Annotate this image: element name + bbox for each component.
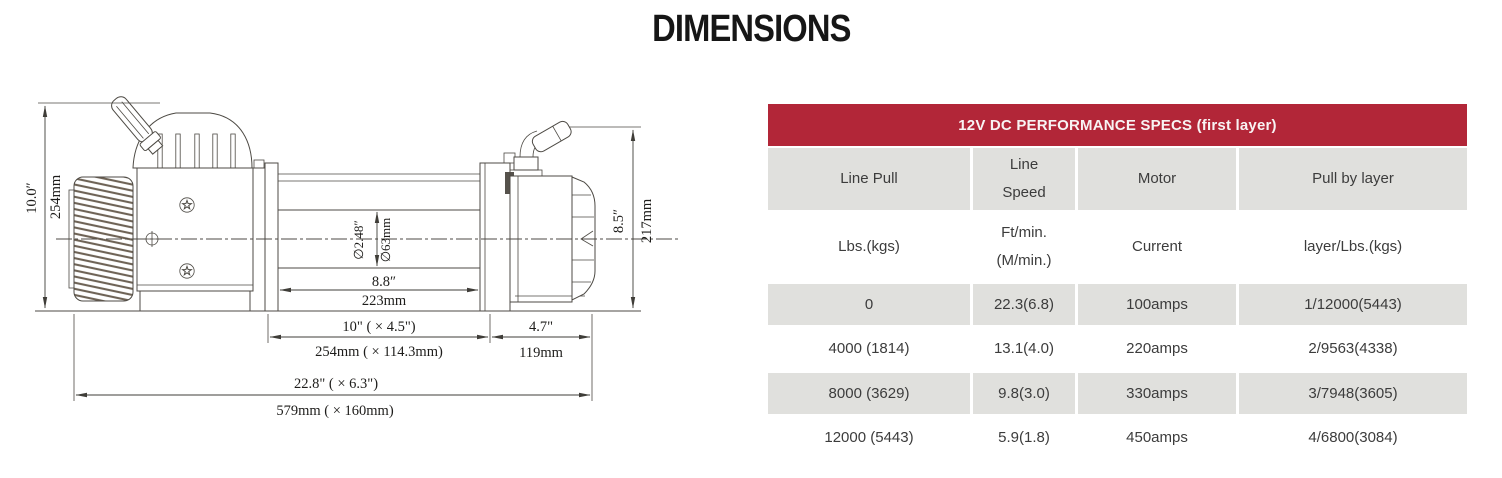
dimension-overall-length: 22.8" ( × 6.3") 579mm ( × 160mm) (73, 314, 591, 419)
spec-row: 0 22.3(6.8) 100amps 1/12000(5443) (768, 284, 1467, 325)
spec-row: 8000 (3629) 9.8(3.0) 330amps 3/7948(3605… (768, 373, 1467, 414)
spec-cell: 8000 (3629) (768, 373, 970, 414)
performance-specs-table: 12V DC PERFORMANCE SPECS (first layer) L… (768, 104, 1467, 461)
unit-motor: Current (1078, 212, 1236, 282)
spec-cell: 5.9(1.8) (973, 416, 1075, 459)
dim-right-mm: 119mm (519, 345, 563, 361)
dimension-drum-diameter: ∅2.48″ ∅63mm (351, 211, 393, 267)
column-header-row: Line Pull Line Speed Motor Pull by layer (768, 148, 1467, 210)
dim-bolt-inch: 10" ( × 4.5") (342, 319, 415, 335)
dimension-bolt-pattern: 10" ( × 4.5") 254mm ( × 114.3mm) (267, 314, 491, 360)
dim-overall-inch: 22.8" ( × 6.3") (294, 376, 378, 392)
spec-cell: 0 (768, 284, 970, 325)
power-cable (509, 120, 572, 177)
spec-cell: 2/9563(4338) (1239, 327, 1467, 371)
left-upright (264, 162, 279, 312)
spec-row: 4000 (1814) 13.1(4.0) 220amps 2/9563(433… (768, 327, 1467, 371)
unit-line-pull: Lbs.(kgs) (768, 212, 970, 282)
spec-cell: 13.1(4.0) (973, 327, 1075, 371)
dim-bolt-mm: 254mm ( × 114.3mm) (315, 344, 443, 360)
page-title: DIMENSIONS (0, 8, 1502, 51)
dim-motor-height-mm: 217mm (639, 198, 655, 243)
rope-drum-end (68, 176, 134, 302)
spec-cell: 22.3(6.8) (973, 284, 1075, 325)
spec-cell: 1/12000(5443) (1239, 284, 1467, 325)
clutch-lever (111, 96, 164, 155)
dimension-motor-length: 4.7" 119mm (491, 314, 593, 401)
spec-row: 12000 (5443) 5.9(1.8) 450amps 4/6800(308… (768, 416, 1467, 459)
spec-cell: 330amps (1078, 373, 1236, 414)
spec-cell: 100amps (1078, 284, 1236, 325)
dim-drum-dia-mm: ∅63mm (378, 218, 393, 263)
column-header-line-speed: Line Speed (973, 148, 1075, 210)
dim-drum-dia-inch: ∅2.48″ (351, 220, 366, 260)
spec-cell: 3/7948(3605) (1239, 373, 1467, 414)
dim-height-mm: 254mm (48, 174, 64, 219)
spec-cell: 9.8(3.0) (973, 373, 1075, 414)
column-header-line-pull: Line Pull (768, 148, 970, 210)
dim-height-inch: 10.0″ (24, 182, 40, 213)
spec-cell: 450amps (1078, 416, 1236, 459)
dimension-drum-length: 8.8″ 223mm (279, 274, 479, 309)
spec-cell: 220amps (1078, 327, 1236, 371)
column-header-pull-by-layer: Pull by layer (1239, 148, 1467, 210)
dim-drum-len-inch: 8.8″ (372, 274, 396, 290)
table-title: 12V DC PERFORMANCE SPECS (first layer) (768, 104, 1467, 146)
winch-dimension-drawing: 10.0″ 254mm ∅2.48″ ∅63mm 8.8″ 223mm 8.5″… (24, 96, 680, 419)
spec-cell: 4/6800(3084) (1239, 416, 1467, 459)
dim-overall-mm: 579mm ( × 160mm) (276, 403, 393, 419)
unit-line-speed: Ft/min. (M/min.) (973, 212, 1075, 282)
spec-cell: 12000 (5443) (768, 416, 970, 459)
dim-right-inch: 4.7" (529, 319, 553, 335)
cable-connector (531, 120, 572, 153)
dimension-height: 10.0″ 254mm (24, 102, 160, 309)
column-header-motor: Motor (1078, 148, 1236, 210)
unit-pull-by-layer: layer/Lbs.(kgs) (1239, 212, 1467, 282)
dim-drum-len-mm: 223mm (362, 293, 407, 309)
page-title-text: DIMENSIONS (651, 8, 851, 50)
units-row: Lbs.(kgs) Ft/min. (M/min.) Current layer… (768, 212, 1467, 282)
side-plate (136, 159, 265, 311)
dim-motor-height-inch: 8.5″ (611, 209, 627, 233)
spec-cell: 4000 (1814) (768, 327, 970, 371)
dimension-motor-height: 8.5″ 217mm (569, 126, 655, 309)
